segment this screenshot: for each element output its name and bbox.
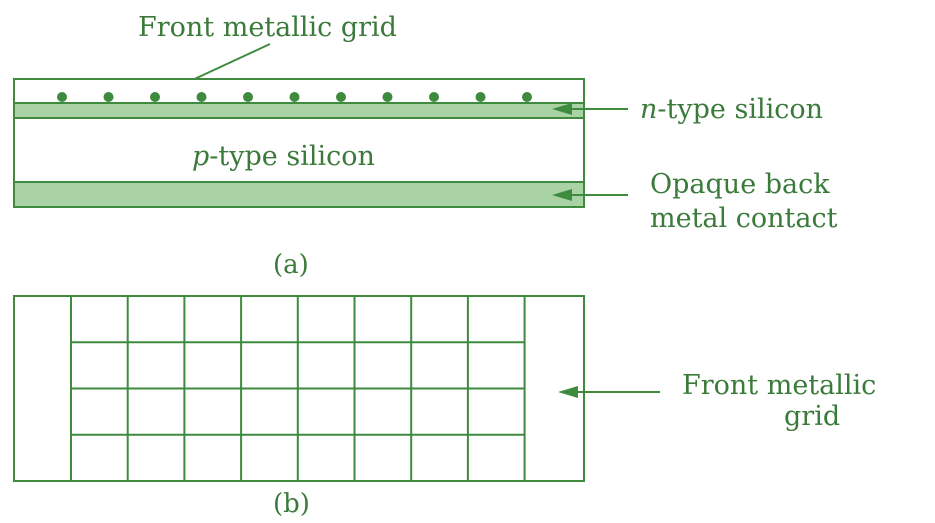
back-contact-label-line1: Opaque back [650,169,830,200]
p-type-label-italic: p [192,141,209,172]
front-grid-dots [57,92,532,102]
grid-dot [150,92,160,102]
top-view-pointer-arrowhead [558,386,578,398]
n-type-pointer-arrowhead [552,103,572,115]
grid-dot [522,92,532,102]
grid-dot [336,92,346,102]
front-grid-label: Front metallic grid [138,12,397,43]
caption-a: (a) [273,250,309,280]
back-contact-pointer-arrowhead [552,189,572,201]
n-type-label-rest: -type silicon [657,94,823,125]
grid-dot [103,92,114,102]
grid-dot [196,92,207,102]
grid-dot [289,92,300,102]
grid-dot [57,92,67,102]
grid-dot [382,92,393,102]
caption-b: (b) [273,489,310,519]
grid-dot [243,92,253,102]
p-type-label-rest: -type silicon [209,141,375,172]
p-type-label: p-type silicon [192,141,375,172]
back-metal-contact [13,181,585,208]
grid-dot [475,92,486,102]
front-grid-lines [70,296,526,481]
back-contact-label-line2: metal contact [650,203,838,234]
n-type-layer [13,102,585,119]
n-type-label-italic: n [640,94,657,125]
cross-section-figure: Front metallic grid p-type silicon n-typ… [13,12,838,280]
n-type-label: n-type silicon [640,94,823,125]
top-view-grid-label-line1: Front metallic [682,370,876,401]
top-view-grid-label-line2: grid [784,401,840,432]
top-view-figure: Front metallic grid (b) [13,295,876,519]
grid-dot [429,92,439,102]
